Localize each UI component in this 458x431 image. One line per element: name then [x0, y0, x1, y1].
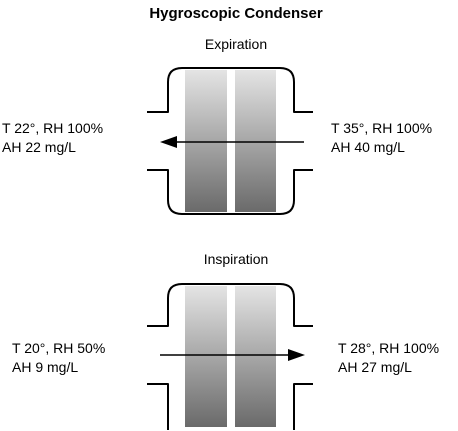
inspiration-condenser-housing [147, 283, 313, 430]
expiration-label: Expiration [205, 36, 267, 52]
expiration-arrowhead [160, 136, 177, 148]
expiration-left-temp-rh: T 22°, RH 100% [2, 120, 103, 136]
expiration-filter-left [185, 70, 227, 212]
expiration-section: Expiration T 22°, RH 100% AH 22 mg/L T 3… [2, 36, 432, 215]
expiration-right-ah: AH 40 mg/L [331, 139, 405, 155]
inspiration-left-temp-rh: T 20°, RH 50% [12, 340, 105, 356]
expiration-filter-right [235, 70, 276, 212]
inspiration-filter-left [185, 286, 227, 427]
inspiration-label: Inspiration [204, 251, 269, 267]
expiration-right-temp-rh: T 35°, RH 100% [331, 120, 432, 136]
expiration-left-ah: AH 22 mg/L [2, 139, 76, 155]
inspiration-arrowhead [288, 349, 305, 361]
inspiration-filter-right [235, 286, 276, 427]
inspiration-right-temp-rh: T 28°, RH 100% [338, 340, 439, 356]
expiration-condenser-housing [147, 67, 313, 215]
inspiration-right-ah: AH 27 mg/L [338, 359, 412, 375]
inspiration-left-ah: AH 9 mg/L [12, 359, 78, 375]
diagram-title: Hygroscopic Condenser [149, 5, 323, 22]
inspiration-section: Inspiration T 20°, RH 50% AH 9 mg/L T 28… [12, 251, 439, 430]
